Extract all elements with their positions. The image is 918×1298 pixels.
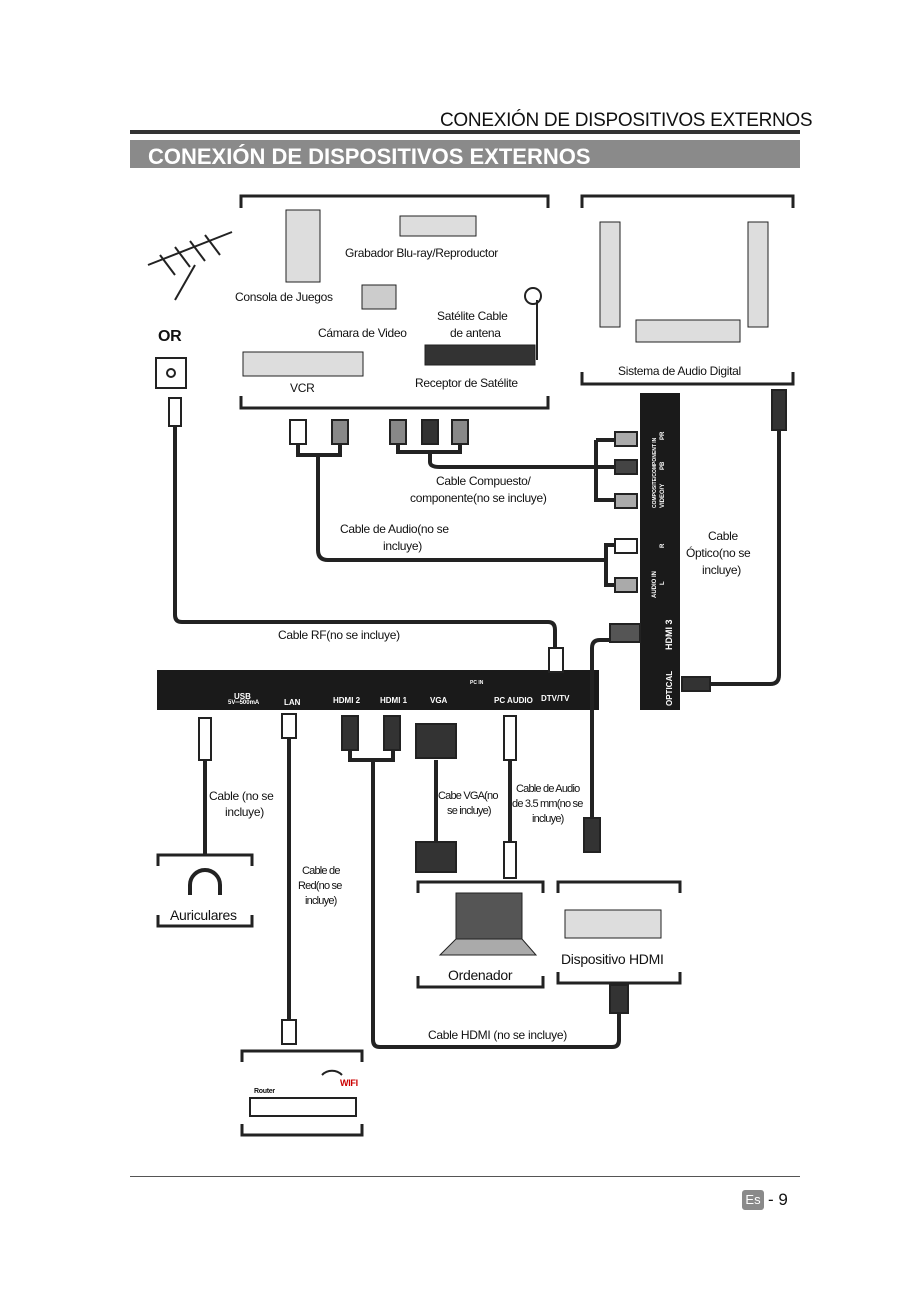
label-headphone-cable-2: incluye) (225, 805, 264, 819)
label-composite-2: componente(no se incluye) (410, 491, 547, 505)
satellite-receiver-icon (424, 287, 542, 366)
label-audio-1: Cable de Audio(no se (340, 522, 449, 536)
label-network-3: incluye) (305, 895, 337, 907)
label-hdmi-device: Dispositivo HDMI (561, 951, 664, 967)
wall-socket-icon (155, 357, 187, 389)
tv-side-panel (640, 393, 680, 710)
label-rf: Cable RF(no se incluye) (278, 628, 400, 642)
port-dtv: DTV/TV (541, 694, 570, 703)
label-audio-2: incluye) (383, 539, 422, 553)
bluray-icon (399, 215, 477, 237)
running-title: CONEXIÓN DE DISPOSITIVOS EXTERNOS (440, 110, 813, 131)
label-vga-2: se incluye) (447, 805, 492, 817)
label-headphones: Auriculares (170, 907, 237, 923)
port-pr: PR (660, 431, 666, 440)
router-icon (249, 1069, 357, 1117)
port-pc-audio: PC AUDIO (494, 696, 533, 705)
header-band (130, 140, 800, 168)
label-optical-1: Cable (708, 529, 738, 543)
label-hdmi-cable: Cable HDMI (no se incluye) (428, 1028, 567, 1042)
antenna-icon (147, 231, 233, 301)
label-optical-3: incluye) (702, 563, 741, 577)
label-console: Consola de Juegos (235, 290, 333, 304)
console-icon (285, 209, 321, 283)
label-audio35-2: de 3.5 mm(no se (512, 798, 583, 810)
hdmi-device-icon (564, 909, 662, 939)
label-sat-receiver: Receptor de Satélite (415, 376, 518, 390)
label-audio-system: Sistema de Audio Digital (618, 364, 741, 378)
label-bluray: Grabador Blu-ray/Reproductor (345, 246, 499, 260)
port-r: R (660, 543, 666, 548)
port-hdmi3: HDMI 3 (664, 619, 674, 650)
label-optical-2: Óptico(no se (686, 546, 751, 560)
label-computer: Ordenador (448, 967, 513, 983)
port-vga: VGA (430, 696, 448, 705)
cables (173, 425, 781, 1049)
label-wifi: WIFI (340, 1078, 358, 1088)
port-composite: COMPOSITE/COMPONENT IN (652, 437, 658, 508)
label-camera: Cámara de Video (318, 326, 407, 340)
port-hdmi1: HDMI 1 (380, 696, 408, 705)
label-vga-1: Cabe VGA(no (438, 790, 498, 802)
camera-icon (361, 284, 397, 310)
language-badge: Es (742, 1190, 764, 1210)
label-router: Router (254, 1088, 275, 1095)
port-pb: PB (660, 461, 666, 470)
label-headphone-cable-1: Cable (no se (209, 789, 274, 803)
laptop-icon (438, 892, 538, 956)
port-optical: OPTICAL (665, 670, 674, 706)
port-audio-in: AUDIO IN (652, 571, 658, 598)
speaker-icon (599, 221, 769, 343)
label-audio35-1: Cable de Audio (516, 783, 580, 795)
port-video: VIDEO/Y (660, 483, 666, 508)
connectors (168, 389, 787, 1045)
label-satellite-cable: Satélite Cable (437, 309, 508, 323)
label-antenna: de antena (450, 326, 501, 340)
header-rule (130, 130, 800, 134)
label-vcr: VCR (290, 381, 315, 395)
port-pc-in: PC IN (470, 680, 484, 686)
label-or: OR (158, 328, 182, 345)
page-number: - 9 (768, 1190, 788, 1209)
label-network-1: Cable de (302, 865, 340, 877)
port-hdmi2: HDMI 2 (333, 696, 361, 705)
label-audio35-3: incluye) (532, 813, 564, 825)
port-lan: LAN (284, 698, 301, 707)
label-network-2: Red(no se (298, 880, 342, 892)
headphones-icon (188, 868, 222, 895)
vcr-icon (242, 351, 364, 377)
port-usb: USB (234, 692, 251, 701)
port-usb-spec: 5V═500mA (228, 700, 260, 706)
port-l: L (660, 581, 666, 585)
footer-rule (130, 1176, 800, 1177)
label-composite-1: Cable Compuesto/ (436, 474, 531, 488)
section-title: CONEXIÓN DE DISPOSITIVOS EXTERNOS (148, 144, 591, 169)
tv-bottom-panel (157, 670, 599, 710)
